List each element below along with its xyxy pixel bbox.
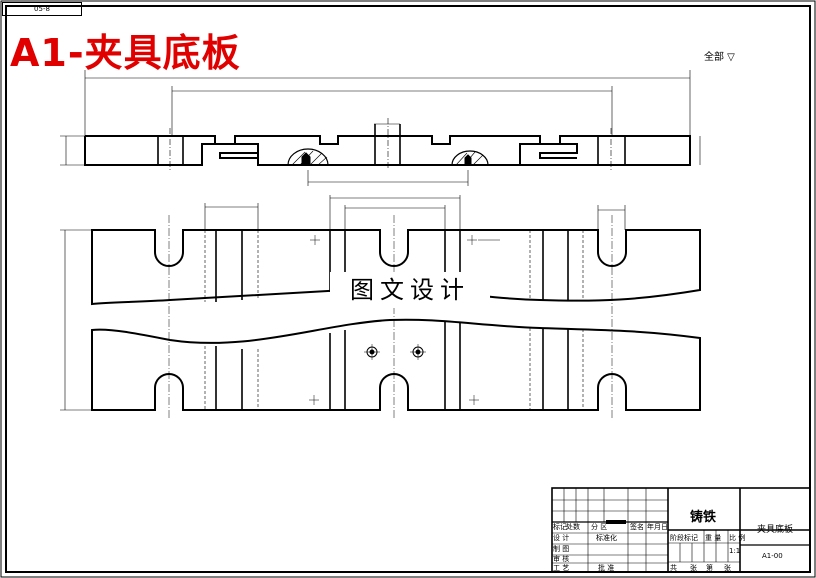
scale-value: 1:1 (729, 547, 741, 555)
label-count: 处数 (566, 523, 580, 531)
label-stage: 阶段标记 (670, 534, 698, 542)
material: 铸铁 (690, 510, 717, 525)
label-mark: 标记 (553, 523, 567, 531)
label-process: 工 艺 (553, 564, 570, 572)
drawing-number: A1-00 (762, 552, 783, 560)
drawing-tag: 05-8 (2, 2, 82, 16)
label-total: 共 (670, 564, 677, 572)
label-standardize: 标准化 (596, 534, 617, 542)
inner-frame (5, 5, 811, 573)
label-review: 审 核 (553, 555, 570, 563)
part-name: 夹具底板 (757, 525, 794, 535)
label-sign: 签名 (630, 523, 644, 531)
title-block (551, 487, 811, 573)
label-no: 第 (706, 564, 713, 572)
drawing-title: A1-夹具底板 (10, 31, 241, 75)
label-scale: 比 例 (729, 534, 746, 542)
label-design: 设 计 (553, 534, 570, 542)
label-sheets-b: 张 (724, 564, 731, 572)
watermark: 图文设计 (330, 272, 490, 308)
label-zone: 分 区 (591, 523, 608, 531)
surface-roughness-note: 全部 ▽ (704, 52, 735, 63)
label-sheets-a: 张 (690, 564, 697, 572)
label-draft: 制 图 (553, 545, 570, 553)
label-approve: 批 准 (598, 564, 615, 572)
label-date: 年月日 (647, 523, 668, 531)
plan-view (60, 195, 701, 420)
label-weight: 重 量 (705, 534, 722, 542)
front-section-view (60, 70, 701, 186)
